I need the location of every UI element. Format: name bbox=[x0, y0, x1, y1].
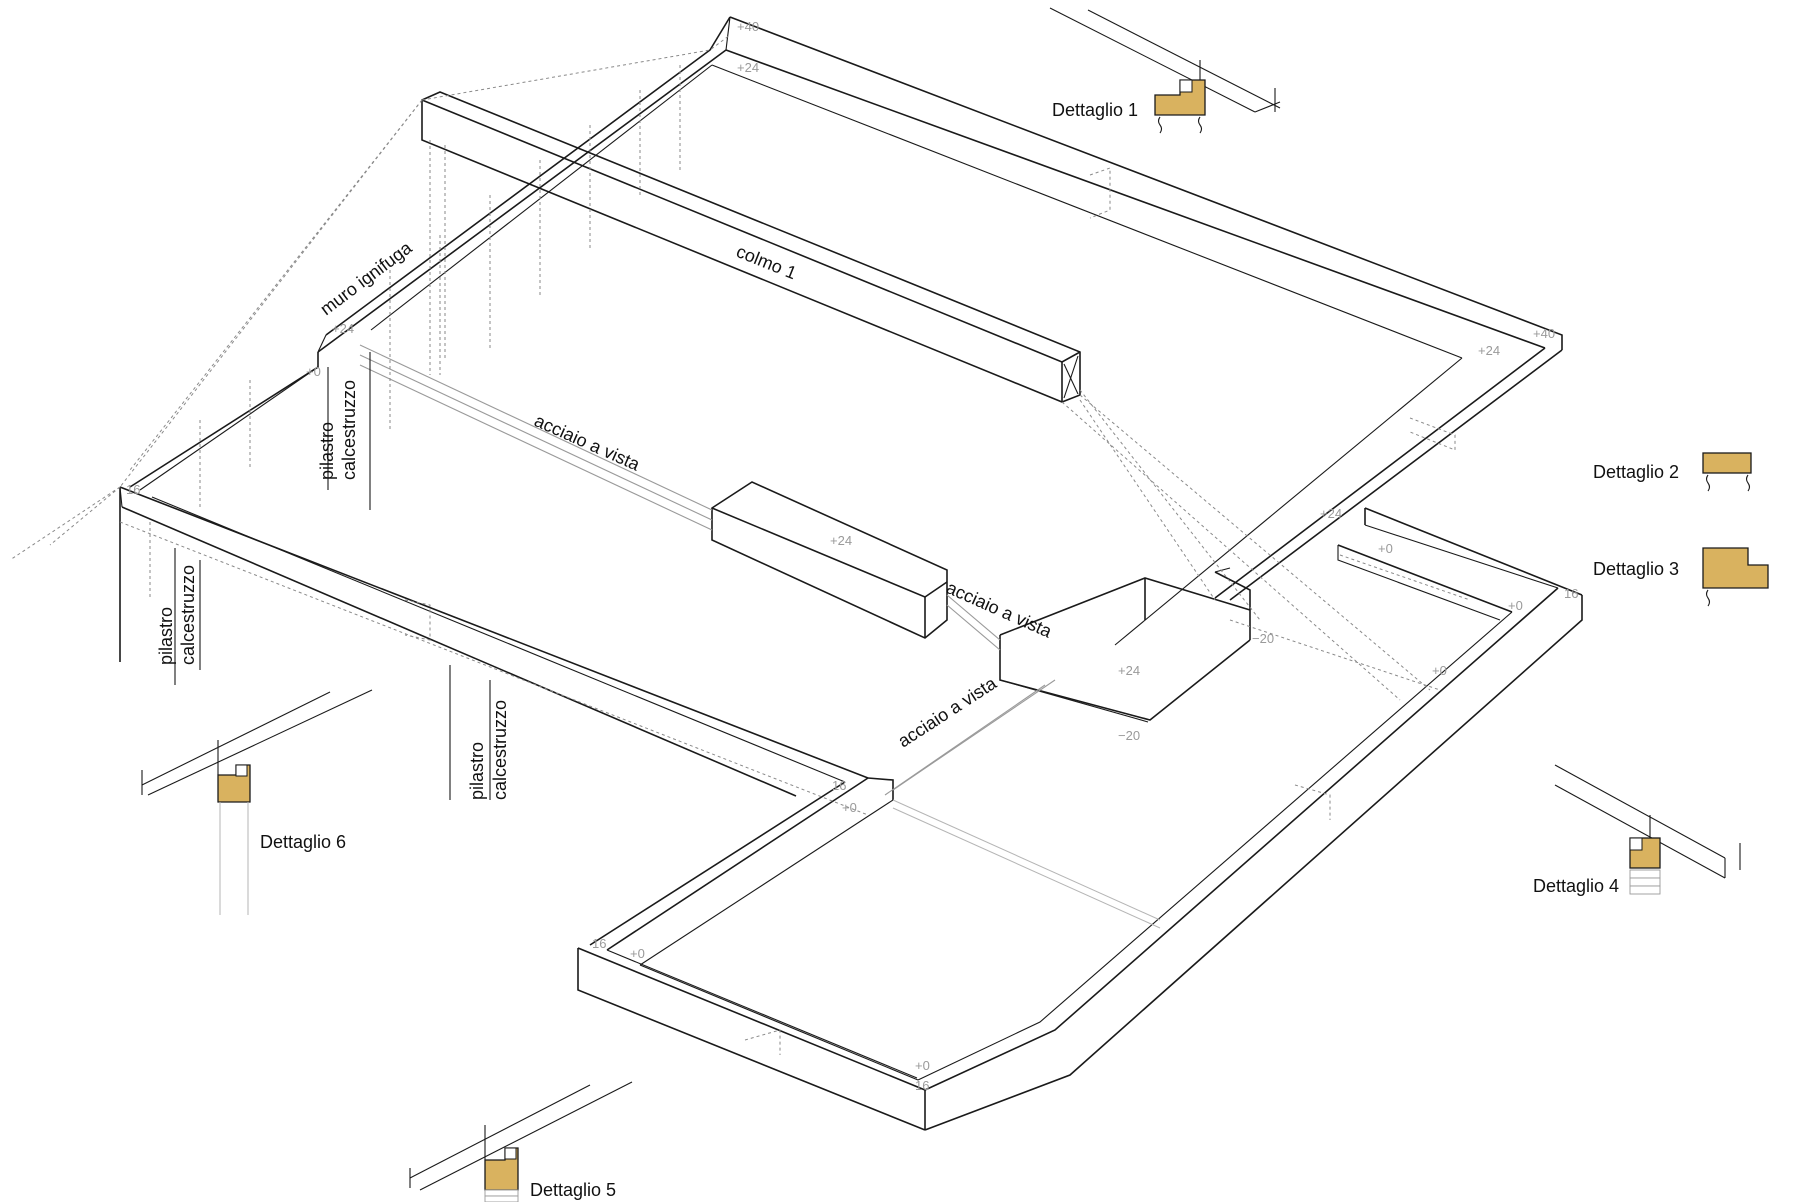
detail-4-label: Dettaglio 4 bbox=[1533, 876, 1619, 896]
level-left-24: +24 bbox=[332, 321, 354, 336]
label-calcestruzzo-2: calcestruzzo bbox=[178, 565, 198, 665]
level-minus-20-a: −20 bbox=[1252, 631, 1274, 646]
detail-2-label: Dettaglio 2 bbox=[1593, 462, 1679, 482]
level-markers: +40 +24 +40 +24 +24 +24 +24 −20 −20 +24 … bbox=[126, 19, 1578, 1093]
detail-5-label: Dettaglio 5 bbox=[530, 1180, 616, 1200]
wall-frame bbox=[119, 16, 1583, 1131]
label-acciaio-3: acciaio a vista bbox=[894, 672, 1001, 751]
label-pilastro-3: pilastro bbox=[467, 742, 487, 800]
label-calcestruzzo-3: calcestruzzo bbox=[490, 700, 510, 800]
level-mid-0: +0 bbox=[842, 800, 857, 815]
level-lower-0: +0 bbox=[630, 946, 645, 961]
level-bay-0-b: +0 bbox=[1508, 598, 1523, 613]
level-bay-0: +0 bbox=[1378, 541, 1393, 556]
steel-beam-block bbox=[711, 481, 948, 639]
level-bay-16: 16 bbox=[1564, 586, 1578, 601]
label-calcestruzzo-1: calcestruzzo bbox=[339, 380, 359, 480]
detail-6-label: Dettaglio 6 bbox=[260, 832, 346, 852]
level-right-40: +40 bbox=[1533, 326, 1555, 341]
detail-5: Dettaglio 5 bbox=[409, 1081, 633, 1202]
level-top-24: +24 bbox=[737, 60, 759, 75]
level-corner-16: 16 bbox=[915, 1078, 929, 1093]
level-minus-20-b: −20 bbox=[1118, 728, 1140, 743]
level-left-0: +0 bbox=[306, 364, 321, 379]
labels: colmo 1 muro ignifuga acciaio a vista ac… bbox=[156, 237, 1056, 800]
level-top-40: +40 bbox=[737, 19, 759, 34]
level-left-16: 16 bbox=[126, 482, 140, 497]
level-block-24: +24 bbox=[1118, 663, 1140, 678]
steel-lines bbox=[359, 344, 1161, 929]
label-acciaio-2: acciaio a vista bbox=[943, 577, 1055, 642]
pillars bbox=[174, 352, 491, 800]
level-bay-0-c: +0 bbox=[1432, 663, 1447, 678]
hidden-lines bbox=[9, 34, 1471, 1055]
label-pilastro-1: pilastro bbox=[317, 422, 337, 480]
detail-6: Dettaglio 6 bbox=[141, 689, 373, 915]
level-beam-24: +24 bbox=[830, 533, 852, 548]
detail-3: Dettaglio 3 bbox=[1593, 547, 1769, 607]
detail-3-label: Dettaglio 3 bbox=[1593, 559, 1679, 579]
detail-4: Dettaglio 4 bbox=[1533, 764, 1741, 896]
label-pilastro-2: pilastro bbox=[156, 607, 176, 665]
label-colmo: colmo 1 bbox=[734, 241, 800, 283]
level-mid-24: +24 bbox=[1320, 506, 1342, 521]
detail-1: Dettaglio 1 bbox=[1049, 7, 1281, 134]
detail-1-label: Dettaglio 1 bbox=[1052, 100, 1138, 120]
level-corner-0: +0 bbox=[915, 1058, 930, 1073]
level-right-24: +24 bbox=[1478, 343, 1500, 358]
level-mid-16: 16 bbox=[832, 778, 846, 793]
detail-2: Dettaglio 2 bbox=[1593, 452, 1752, 492]
level-lower-16: 16 bbox=[592, 936, 606, 951]
